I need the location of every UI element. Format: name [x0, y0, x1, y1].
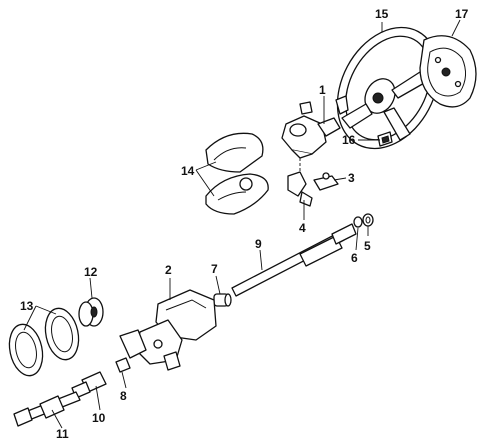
callout-4: 4 [299, 221, 306, 235]
callout-8: 8 [120, 389, 127, 403]
switch-part [377, 131, 393, 147]
steering-wheel [336, 26, 440, 150]
leader-lines [23, 19, 461, 429]
callout-17: 17 [455, 7, 469, 21]
callout-1: 1 [319, 83, 326, 97]
column-housing [119, 289, 217, 371]
boot-seal [78, 297, 104, 327]
callout-15: 15 [375, 7, 389, 21]
callout-12: 12 [84, 265, 98, 279]
bracket-parts [287, 171, 339, 207]
callout-13: 13 [20, 299, 34, 313]
airbag-module [419, 35, 477, 108]
callout-6: 6 [351, 251, 358, 265]
callout-2: 2 [165, 263, 172, 277]
callout-labels: 1 2 3 4 5 6 7 8 9 10 11 12 13 14 15 16 1… [20, 7, 469, 439]
callout-16: 16 [342, 133, 356, 147]
lock-cylinder-assembly [281, 95, 349, 176]
callout-9: 9 [255, 237, 262, 251]
steering-shaft [231, 223, 357, 297]
callout-7: 7 [211, 262, 218, 276]
callout-11: 11 [56, 427, 69, 439]
washer-parts [353, 213, 374, 228]
dust-cover-rings [8, 307, 80, 377]
callout-5: 5 [364, 239, 371, 253]
callout-10: 10 [92, 411, 106, 425]
column-covers [205, 132, 269, 215]
coupler-part [115, 357, 131, 373]
callout-3: 3 [348, 171, 355, 185]
bushing-part [213, 293, 232, 307]
callout-14: 14 [181, 164, 195, 178]
intermediate-shaft [13, 391, 81, 427]
